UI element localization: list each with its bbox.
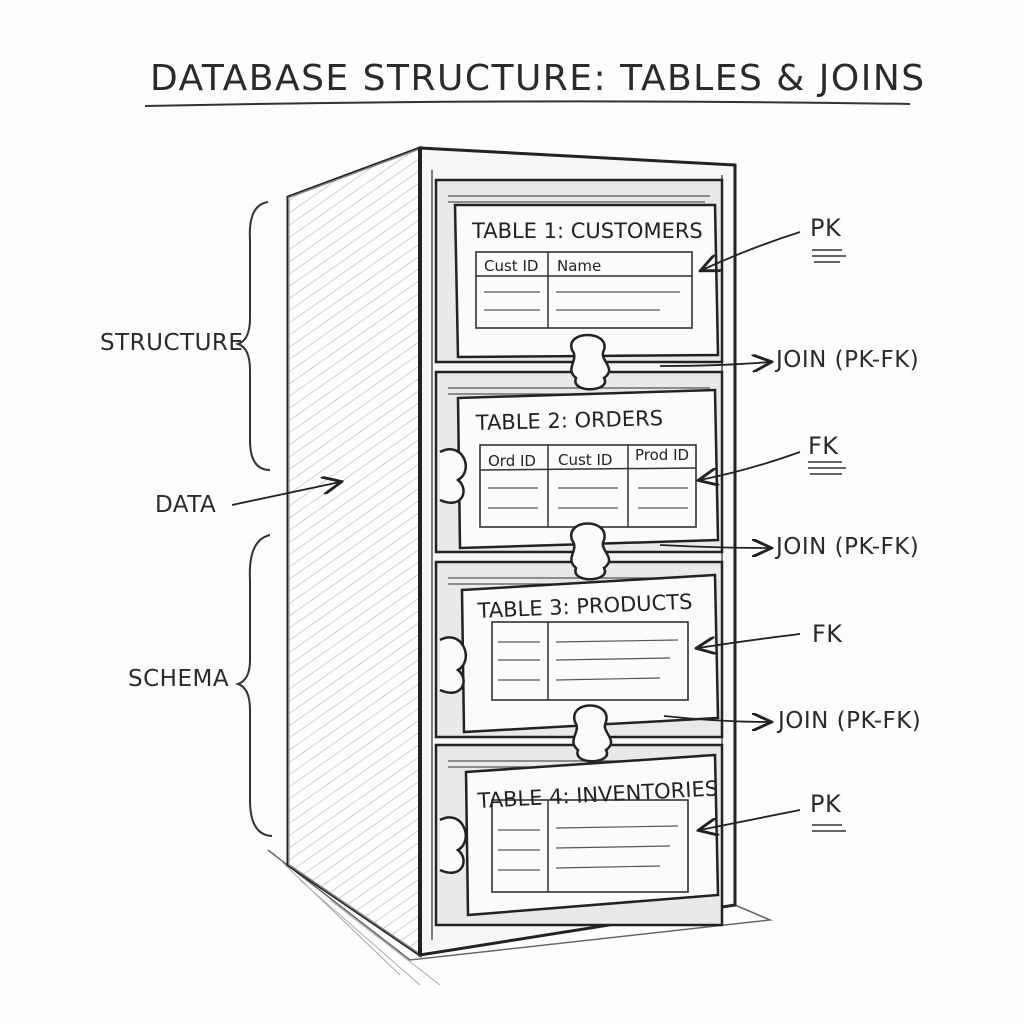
brace-schema bbox=[234, 534, 273, 837]
table-2-title: TABLE 2: ORDERS bbox=[475, 406, 664, 435]
drawer-2 bbox=[434, 370, 724, 554]
cabinet-side-panel bbox=[286, 145, 422, 958]
join-arrow-2 bbox=[659, 545, 770, 548]
drawer-4 bbox=[434, 743, 724, 927]
key-label-table-2: FK bbox=[808, 432, 839, 460]
label-data: DATA bbox=[155, 492, 217, 518]
puzzle-connector-3 bbox=[572, 704, 613, 763]
label-structure: STRUCTURE bbox=[100, 330, 244, 356]
table-2-col-1: Ord ID bbox=[488, 452, 536, 470]
drawer-1 bbox=[434, 178, 724, 364]
join-arrow-1 bbox=[659, 362, 770, 366]
data-arrow bbox=[231, 482, 340, 506]
join-label-3: JOIN (PK-FK) bbox=[778, 708, 922, 734]
join-label-1: JOIN (PK-FK) bbox=[776, 347, 920, 373]
page-title: DATABASE STRUCTURE: TABLES & JOINS bbox=[150, 58, 926, 99]
key-label-table-4: PK bbox=[810, 790, 842, 818]
table-1-title: TABLE 1: CUSTOMERS bbox=[471, 219, 703, 243]
pk-arrow-4 bbox=[700, 809, 801, 830]
table-1-col-1: Cust ID bbox=[484, 257, 538, 275]
brace-structure bbox=[234, 201, 271, 471]
table-2-col-2: Cust ID bbox=[558, 451, 612, 469]
join-arrow-3 bbox=[663, 716, 770, 722]
pk-arrow-1 bbox=[702, 231, 801, 270]
drawer-3 bbox=[434, 560, 724, 739]
label-schema: SCHEMA bbox=[128, 666, 230, 692]
puzzle-side-tabs bbox=[439, 448, 468, 874]
table-1-col-2: Name bbox=[557, 257, 601, 275]
key-label-table-3: FK bbox=[812, 620, 843, 648]
key-label-table-1: PK bbox=[810, 214, 842, 242]
puzzle-connector-1 bbox=[570, 333, 611, 391]
table-2-col-3: Prod ID bbox=[635, 446, 689, 464]
join-label-2: JOIN (PK-FK) bbox=[776, 534, 920, 560]
cabinet-shadow bbox=[267, 849, 773, 961]
fk-arrow-2 bbox=[700, 451, 801, 480]
puzzle-connector-2 bbox=[570, 522, 611, 581]
fk-arrow-3 bbox=[698, 633, 801, 648]
title-underline bbox=[144, 100, 911, 107]
